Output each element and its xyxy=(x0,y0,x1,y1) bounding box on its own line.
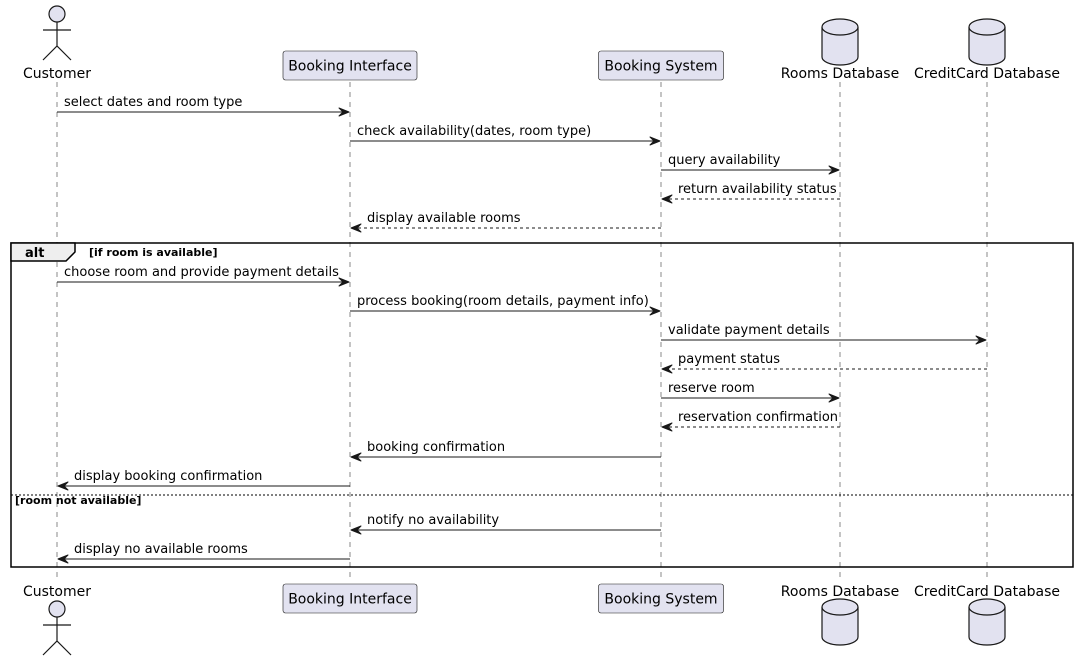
actor-bottom: Customer xyxy=(23,584,91,656)
message-label: reserve room xyxy=(668,381,755,396)
participant-box xyxy=(282,583,418,614)
participant-label: Rooms Database xyxy=(781,584,899,600)
message: reserve room xyxy=(661,381,840,403)
arrowhead-icon xyxy=(828,393,840,403)
participants-top: Customer Booking Interface Booking System R… xyxy=(23,5,1060,82)
alt-frame-tab xyxy=(10,242,76,262)
participant-booking-interface-bottom: Booking Interface xyxy=(282,583,418,614)
participant-booking-system-bottom: Booking System xyxy=(598,583,724,614)
message-label: display available rooms xyxy=(367,211,521,226)
participant-label: Rooms Database xyxy=(781,66,899,82)
messages: select dates and room type check availabi… xyxy=(57,95,987,564)
database-rim xyxy=(821,606,859,616)
message-label: choose room and provide payment details xyxy=(64,265,339,280)
participant-label: CreditCard Database xyxy=(914,584,1060,600)
message: check availability(dates, room type) xyxy=(350,124,661,146)
message-label: reservation confirmation xyxy=(678,410,838,425)
participant-box xyxy=(598,583,724,614)
message: notify no availability xyxy=(350,513,661,535)
message-label: query availability xyxy=(668,153,781,168)
arrowhead-icon xyxy=(57,481,69,491)
database-icon xyxy=(821,18,859,66)
participant-label: Customer xyxy=(23,66,91,82)
message: reservation confirmation xyxy=(661,410,840,432)
arrowhead-icon xyxy=(338,277,350,287)
message: display booking confirmation xyxy=(57,469,350,491)
actor-icon xyxy=(48,600,66,618)
alt-frame-kind: alt xyxy=(25,246,44,261)
arrowhead-icon xyxy=(350,525,362,535)
database-rim xyxy=(968,606,1006,616)
alt-frame: alt [if room is available] [room not avail… xyxy=(10,242,1074,568)
lifelines xyxy=(56,82,988,580)
arrowhead-icon xyxy=(338,107,350,117)
database-cc-db-top: CreditCard Database xyxy=(914,18,1060,82)
message-label: process booking(room details, payment in… xyxy=(357,294,649,309)
participant-label: Booking System xyxy=(604,592,717,608)
participant-label: CreditCard Database xyxy=(914,66,1060,82)
message-label: payment status xyxy=(678,352,780,367)
database-rim xyxy=(968,26,1006,36)
arrowhead-icon xyxy=(350,223,362,233)
database-icon xyxy=(821,598,859,646)
database-icon xyxy=(968,18,1006,66)
arrowhead-icon xyxy=(828,165,840,175)
database-icon xyxy=(968,598,1006,646)
arrowhead-icon xyxy=(649,306,661,316)
participant-label: Booking System xyxy=(604,59,717,75)
actor-top: Customer xyxy=(23,5,91,82)
alt-frame-border xyxy=(10,242,1074,568)
participant-label: Customer xyxy=(23,584,91,600)
database-rooms-db-bottom: Rooms Database xyxy=(781,584,899,646)
message-label: display no available rooms xyxy=(74,542,248,557)
participant-label: Booking Interface xyxy=(288,592,412,608)
database-cc-db-bottom: CreditCard Database xyxy=(914,584,1060,646)
message: choose room and provide payment details xyxy=(57,265,350,287)
message: select dates and room type xyxy=(57,95,350,117)
participant-booking-interface-top: Booking Interface xyxy=(282,50,418,81)
database-rooms-db-top: Rooms Database xyxy=(781,18,899,82)
message-label: display booking confirmation xyxy=(74,469,262,484)
message-label: check availability(dates, room type) xyxy=(357,124,591,139)
actor-figure xyxy=(42,22,72,61)
message: query availability xyxy=(661,153,840,175)
guard-else: [room not available] xyxy=(15,494,141,507)
message: return availability status xyxy=(661,182,840,204)
participant-booking-system-top: Booking System xyxy=(598,50,724,81)
participant-label: Booking Interface xyxy=(288,59,412,75)
message-label: notify no availability xyxy=(367,513,499,528)
message: process booking(room details, payment in… xyxy=(350,294,661,316)
actor-figure xyxy=(42,617,72,656)
arrowhead-icon xyxy=(975,335,987,345)
guard-main: [if room is available] xyxy=(89,246,218,259)
message-label: select dates and room type xyxy=(64,95,242,110)
actor-icon xyxy=(48,5,66,23)
arrowhead-icon xyxy=(57,554,69,564)
participant-box xyxy=(282,50,418,81)
database-rim xyxy=(821,26,859,36)
participant-box xyxy=(598,50,724,81)
message: validate payment details xyxy=(661,323,987,345)
arrowhead-icon xyxy=(661,364,673,374)
message: display no available rooms xyxy=(57,542,350,564)
message-label: validate payment details xyxy=(668,323,830,338)
message-label: booking confirmation xyxy=(367,440,505,455)
message: payment status xyxy=(661,352,987,374)
arrowhead-icon xyxy=(649,136,661,146)
arrowhead-icon xyxy=(661,194,673,204)
arrowhead-icon xyxy=(350,452,362,462)
message: booking confirmation xyxy=(350,440,661,462)
arrowhead-icon xyxy=(661,422,673,432)
message-label: return availability status xyxy=(678,182,837,197)
message: display available rooms xyxy=(350,211,661,233)
